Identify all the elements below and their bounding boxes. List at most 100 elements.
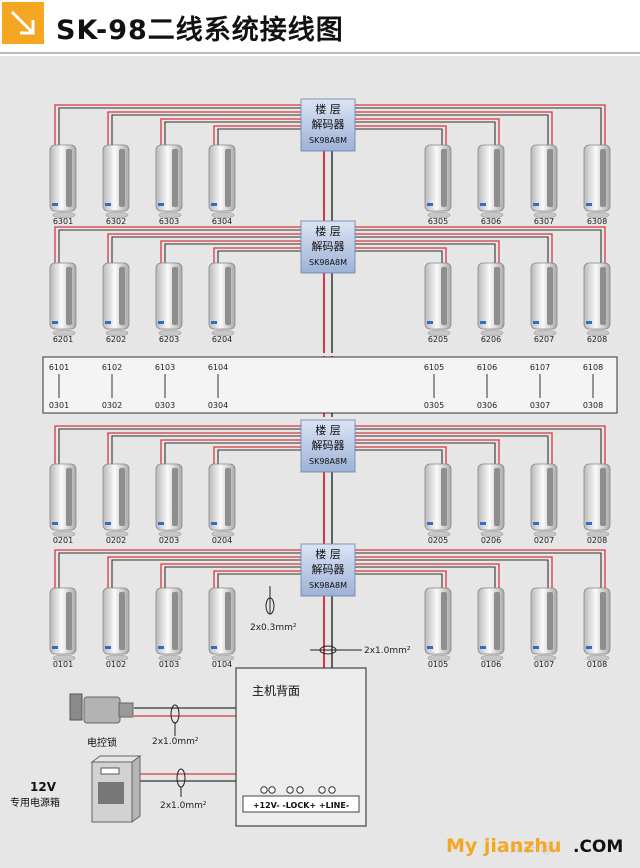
branch-wire (54, 104, 302, 145)
unit-label-top: 6108 (583, 363, 603, 372)
monitor-body (583, 144, 611, 212)
branch-wire (111, 435, 302, 464)
brand-mark (586, 646, 592, 649)
terminal-screw (268, 786, 276, 794)
monitor-handset (172, 149, 178, 207)
monitor-handset (494, 149, 500, 207)
monitor-body (155, 463, 183, 531)
brand-mark (427, 522, 433, 525)
decoder-model: SK98A8M (309, 258, 347, 267)
branch-wire (354, 432, 553, 464)
monitor-base (480, 329, 504, 337)
unit-label-top: 6103 (155, 363, 175, 372)
monitor-base (105, 211, 129, 219)
monitor-base (427, 329, 451, 337)
indoor-monitor: 6301 (49, 144, 77, 226)
monitor-body (477, 587, 505, 655)
apartment-number: 0101 (53, 660, 73, 669)
unit-label-bottom: 0307 (530, 401, 550, 410)
brand-mark (52, 646, 58, 649)
monitor-base (480, 211, 504, 219)
branch-wire (354, 118, 500, 145)
branch-wire (354, 243, 496, 263)
brand-mark (586, 522, 592, 525)
monitor-body (477, 144, 505, 212)
indoor-monitor: 0104 (208, 587, 236, 669)
branch-wire (54, 425, 302, 464)
indoor-monitor: 6306 (477, 144, 505, 226)
decoder-line1: 楼 层 (315, 423, 341, 437)
indoor-monitor: 6202 (102, 262, 130, 344)
monitor-handset (119, 267, 125, 325)
monitor-body (530, 587, 558, 655)
decoder-line2: 解码器 (312, 117, 345, 131)
branch-wire (54, 549, 302, 588)
branch-wire (354, 563, 500, 588)
indoor-monitor: 6303 (155, 144, 183, 226)
branch-wire (354, 428, 602, 464)
monitor-base (533, 654, 557, 662)
monitor-handset (119, 592, 125, 650)
corner-arrow-icon (2, 2, 44, 44)
apartment-number: 6206 (481, 335, 501, 344)
branch-wire (58, 107, 302, 145)
brand-mark (480, 646, 486, 649)
indoor-monitor: 0203 (155, 463, 183, 545)
monitor-base (158, 211, 182, 219)
apartment-number: 0106 (481, 660, 501, 669)
monitor-body (208, 463, 236, 531)
apartment-number: 0104 (212, 660, 232, 669)
monitor-base (158, 329, 182, 337)
brand-mark (586, 321, 592, 324)
monitor-body (155, 144, 183, 212)
monitor-handset (441, 468, 447, 526)
branch-wire (111, 559, 302, 588)
decoder-model: SK98A8M (309, 136, 347, 145)
apartment-number: 6308 (587, 217, 607, 226)
brand-mark (480, 203, 486, 206)
unit-label-bottom: 0303 (155, 401, 175, 410)
indoor-monitor: 0107 (530, 587, 558, 669)
apartment-number: 0102 (106, 660, 126, 669)
branch-wire (354, 425, 606, 464)
watermark-main: My jianzhu (446, 835, 561, 857)
unit-label-bottom: 0302 (102, 401, 122, 410)
monitor-body (530, 463, 558, 531)
branch-wire (164, 566, 302, 588)
unit-label-bottom: 0305 (424, 401, 444, 410)
brand-mark (105, 203, 111, 206)
power-supply-box (90, 755, 142, 823)
unit-label-top: 6106 (477, 363, 497, 372)
apartment-number: 0201 (53, 536, 73, 545)
branch-wire (213, 446, 302, 464)
apartment-number: 6204 (212, 335, 232, 344)
brand-mark (158, 203, 164, 206)
brand-mark (211, 203, 217, 206)
monitor-handset (172, 468, 178, 526)
branch-wire (354, 573, 443, 588)
apartment-number: 0206 (481, 536, 501, 545)
branch-wire (58, 229, 302, 263)
monitor-handset (225, 267, 231, 325)
branch-wire-label: 2x0.3mm² (250, 623, 297, 633)
brand-mark (480, 522, 486, 525)
monitor-body (49, 463, 77, 531)
branch-wire (160, 439, 302, 464)
monitor-body (155, 587, 183, 655)
monitor-handset (494, 468, 500, 526)
branch-wire (160, 240, 302, 263)
monitor-handset (66, 267, 72, 325)
brand-mark (158, 646, 164, 649)
branch-wire (160, 118, 302, 145)
branch-wire (354, 128, 443, 145)
monitor-base (52, 329, 76, 337)
apartment-number: 0103 (159, 660, 179, 669)
monitor-body (102, 463, 130, 531)
brand-mark (533, 646, 539, 649)
monitor-base (533, 530, 557, 538)
apartment-number: 6305 (428, 217, 448, 226)
branch-wire (354, 229, 602, 263)
